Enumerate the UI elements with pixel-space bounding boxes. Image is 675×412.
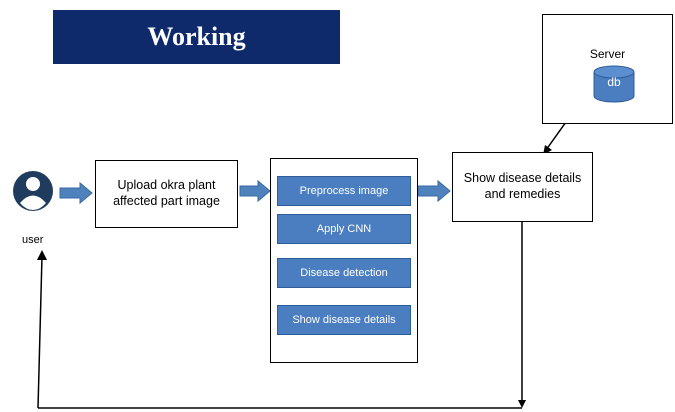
database-icon: db <box>593 65 635 103</box>
database-cylinder <box>593 65 635 103</box>
step-label: Disease detection <box>300 267 388 279</box>
db-label: db <box>607 75 621 89</box>
server-label: Server <box>589 47 626 61</box>
arrow-user-to-upload <box>59 181 93 205</box>
step-label: Show disease details <box>292 314 396 326</box>
user-label: user <box>22 234 44 246</box>
step-label: Apply CNN <box>316 223 372 235</box>
upload-image-text: Upload okra plant affected part image <box>113 178 220 208</box>
show-disease-details-box: Show disease details and remedies <box>452 152 593 222</box>
title-banner: Working <box>53 10 340 64</box>
feedback-loop-arrow <box>37 222 526 409</box>
user-icon <box>13 171 53 211</box>
page-title: Working <box>147 22 246 51</box>
step-show-disease-details: Show disease details <box>277 305 411 335</box>
arrow-upload-to-process <box>239 179 271 203</box>
step-apply-cnn: Apply CNN <box>277 214 411 244</box>
step-disease-detection: Disease detection <box>277 258 411 288</box>
upload-image-box: Upload okra plant affected part image <box>95 160 238 228</box>
arrow-process-to-result <box>417 179 451 203</box>
show-disease-details-text: Show disease details and remedies <box>463 171 582 201</box>
step-label: Preprocess image <box>299 185 389 197</box>
step-preprocess-image: Preprocess image <box>277 176 411 206</box>
server-box: Server db <box>542 14 673 124</box>
